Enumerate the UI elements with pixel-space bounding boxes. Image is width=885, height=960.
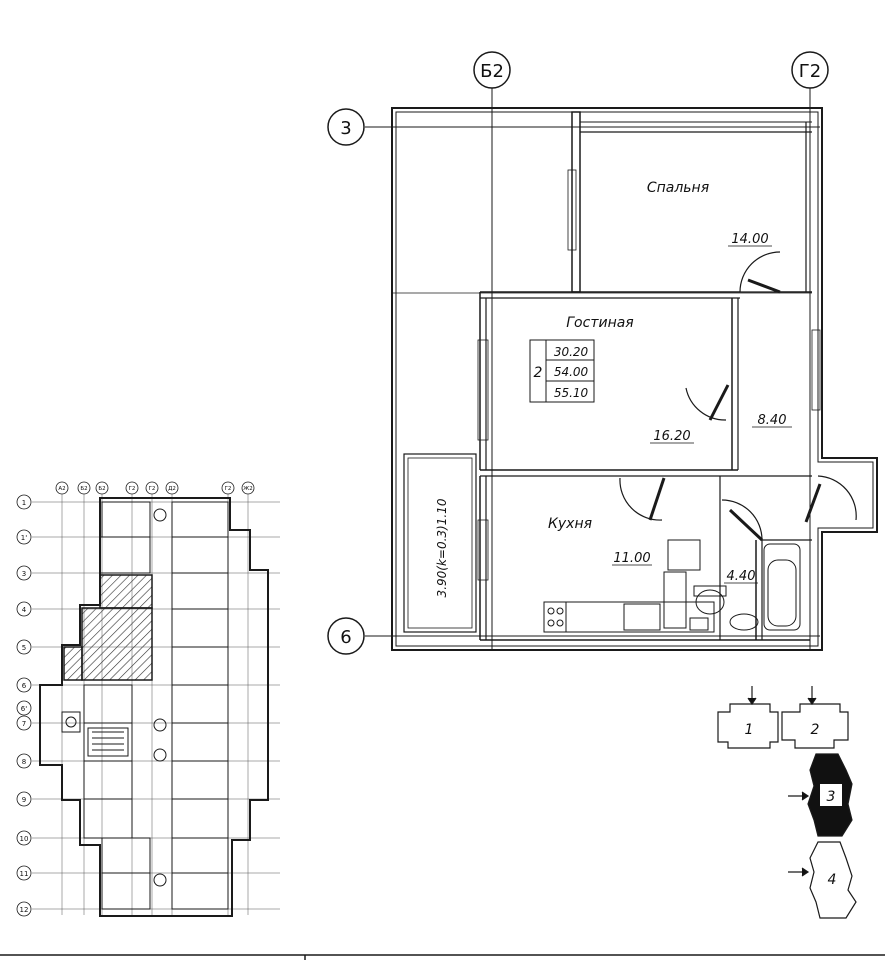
rooms-count: 2 bbox=[534, 365, 543, 381]
floor-col-label: Ж2 bbox=[243, 486, 252, 492]
floor-row-label: 5 bbox=[22, 644, 26, 652]
section-label-3: 3 bbox=[827, 789, 836, 805]
outer-wall bbox=[391, 107, 878, 651]
floor-col-label: Б2 bbox=[98, 486, 105, 492]
axis-label-b2: Б2 bbox=[480, 61, 504, 82]
axis-bubble-g2 bbox=[791, 51, 829, 89]
axis-bubbles: Б2 Г2 3 6 bbox=[327, 51, 829, 655]
floor-row-label: 6 bbox=[22, 682, 27, 690]
living-area-value: 30.20 bbox=[554, 345, 589, 359]
axis-bubble-6 bbox=[327, 617, 365, 655]
room-area-bath: 4.40 bbox=[727, 569, 756, 584]
floor-row-label: 11 bbox=[20, 870, 29, 878]
floor-row-label: 10 bbox=[20, 835, 29, 843]
section-2 bbox=[781, 703, 849, 749]
room-labels: Спальня 14.00 Гостиная 16.20 8.40 Кухня … bbox=[435, 180, 792, 597]
room-area-kitchen: 11.00 bbox=[613, 551, 650, 566]
floor-row-label: 12 bbox=[20, 906, 29, 914]
floor-selected-apartment bbox=[81, 607, 153, 681]
floor-plan: 1 1' 3 4 5 6 6' 7 8 9 10 11 12 А2 Б2 Б2 … bbox=[16, 481, 280, 917]
floor-row-label: 9 bbox=[22, 796, 26, 804]
section-label-2: 2 bbox=[811, 722, 820, 738]
axis-bubble-b2 bbox=[473, 51, 511, 89]
floor-row-label: 3 bbox=[22, 570, 26, 578]
floor-col-label: Г2 bbox=[129, 486, 136, 492]
room-name-kitchen: Кухня bbox=[548, 516, 592, 532]
room-area-balcony: 3.90(k=0.3)1.10 bbox=[435, 498, 449, 597]
main-plan bbox=[365, 88, 878, 651]
floor-row-label: 6' bbox=[21, 705, 27, 713]
section-label-1: 1 bbox=[745, 722, 754, 738]
floor-row-bubbles bbox=[16, 494, 32, 917]
floor-row-label: 4 bbox=[22, 606, 27, 614]
total-area-value: 54.00 bbox=[554, 365, 589, 379]
floor-col-label: Г2 bbox=[149, 486, 156, 492]
total-area-balcony-value: 55.10 bbox=[554, 386, 589, 400]
kitchen-fixtures bbox=[543, 539, 715, 633]
room-area-hall: 8.40 bbox=[758, 413, 787, 428]
section-4 bbox=[809, 841, 857, 919]
floor-building-outline bbox=[39, 497, 269, 917]
room-name-bedroom: Спальня bbox=[647, 180, 709, 196]
axis-label-g2: Г2 bbox=[799, 61, 821, 82]
bathroom-fixtures bbox=[693, 543, 801, 631]
floor-row-label: 1 bbox=[22, 499, 26, 507]
doors bbox=[619, 251, 857, 542]
room-area-bedroom: 14.00 bbox=[731, 232, 768, 247]
floor-row-label: 7 bbox=[22, 720, 26, 728]
axis-label-6: 6 bbox=[340, 627, 351, 648]
section-1 bbox=[717, 703, 779, 749]
area-box bbox=[529, 339, 595, 403]
room-area-living: 16.20 bbox=[653, 429, 690, 444]
floor-row-label: 1' bbox=[21, 534, 27, 542]
floor-col-label: Д2 bbox=[168, 486, 176, 492]
floor-row-label: 8 bbox=[22, 758, 26, 766]
outer-wall-inner bbox=[395, 111, 874, 647]
floor-col-label: Г2 bbox=[225, 486, 232, 492]
balcony bbox=[403, 453, 477, 633]
axis-label-3: 3 bbox=[340, 118, 351, 139]
axis-bubble-3 bbox=[327, 108, 365, 146]
floor-col-label: А2 bbox=[58, 486, 65, 492]
section-label-4: 4 bbox=[828, 872, 837, 888]
key-plan: 1 2 3 4 bbox=[717, 686, 857, 919]
room-name-living: Гостиная bbox=[566, 315, 633, 331]
floor-col-label: Б2 bbox=[80, 486, 87, 492]
